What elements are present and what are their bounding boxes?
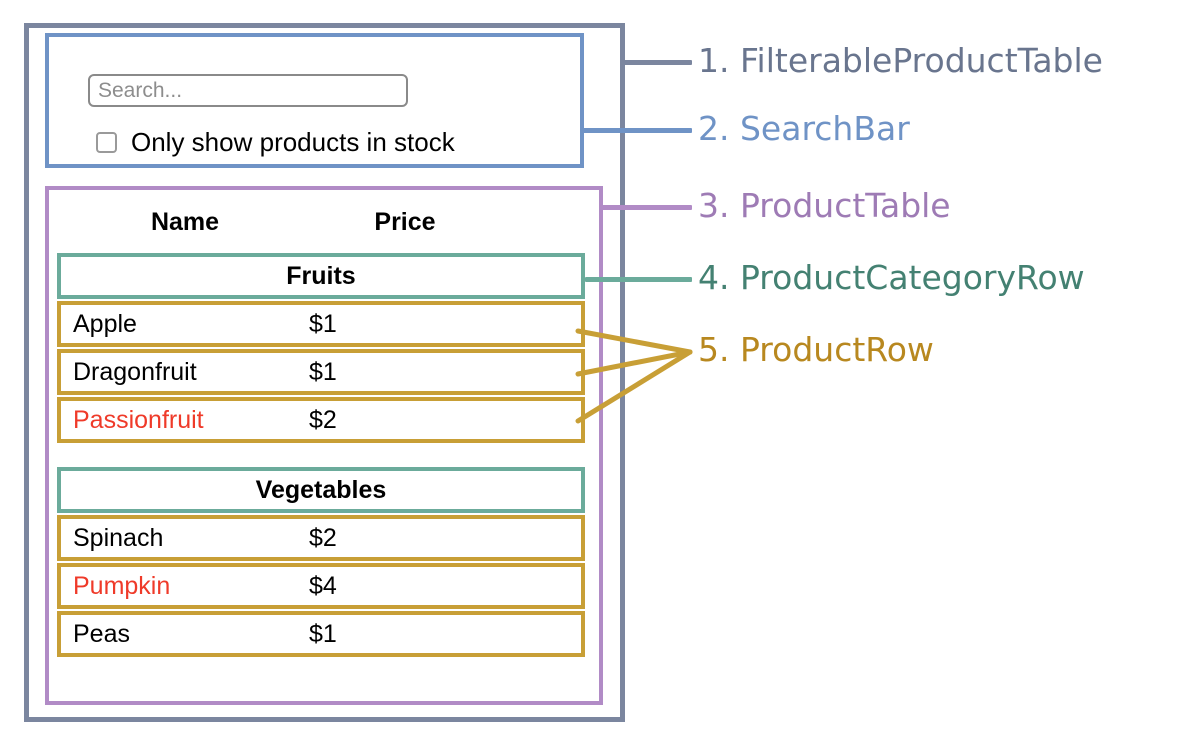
product-price: $1 bbox=[309, 309, 337, 338]
product-price: $2 bbox=[309, 405, 337, 434]
product-row: Pumpkin $4 bbox=[57, 563, 585, 609]
product-price: $1 bbox=[309, 357, 337, 386]
product-name: Dragonfruit bbox=[73, 357, 197, 386]
callout-line-3 bbox=[600, 205, 692, 210]
product-name: Pumpkin bbox=[73, 571, 171, 600]
product-name: Passionfruit bbox=[73, 405, 204, 434]
product-price: $4 bbox=[309, 571, 337, 600]
category-label: Vegetables bbox=[255, 475, 387, 504]
product-table-header: Name Price bbox=[55, 200, 555, 244]
callout-lines-5 bbox=[575, 328, 693, 424]
in-stock-checkbox-label: Only show products in stock bbox=[131, 127, 455, 157]
callout-label-filterable-product-table: 1. FilterableProductTable bbox=[698, 41, 1103, 80]
group-spacer bbox=[57, 445, 585, 467]
in-stock-checkbox[interactable] bbox=[96, 131, 117, 153]
column-header-price: Price bbox=[374, 207, 436, 236]
category-label: Fruits bbox=[286, 261, 356, 290]
product-name: Peas bbox=[73, 619, 130, 648]
callout-line-4 bbox=[585, 277, 692, 282]
callout-label-search-bar: 2. SearchBar bbox=[698, 109, 910, 148]
product-price: $2 bbox=[309, 523, 337, 552]
product-name: Spinach bbox=[73, 523, 164, 552]
search-input[interactable] bbox=[88, 74, 408, 107]
product-name: Apple bbox=[73, 309, 137, 338]
product-row: Passionfruit $2 bbox=[57, 397, 585, 443]
product-rows-area: Fruits Apple $1 Dragonfruit $1 Passionfr… bbox=[57, 253, 585, 659]
product-row: Spinach $2 bbox=[57, 515, 585, 561]
product-price: $1 bbox=[309, 619, 337, 648]
in-stock-filter-row[interactable]: Only show products in stock bbox=[96, 126, 455, 158]
callout-label-product-row: 5. ProductRow bbox=[698, 330, 934, 369]
callout-label-product-table: 3. ProductTable bbox=[698, 186, 951, 225]
column-header-name: Name bbox=[150, 207, 220, 236]
product-row: Dragonfruit $1 bbox=[57, 349, 585, 395]
product-category-row: Vegetables bbox=[57, 467, 585, 513]
product-row: Peas $1 bbox=[57, 611, 585, 657]
callout-line-2 bbox=[582, 128, 692, 133]
product-category-row: Fruits bbox=[57, 253, 585, 299]
product-row: Apple $1 bbox=[57, 301, 585, 347]
callout-label-product-category-row: 4. ProductCategoryRow bbox=[698, 258, 1085, 297]
callout-line-1 bbox=[622, 60, 692, 65]
